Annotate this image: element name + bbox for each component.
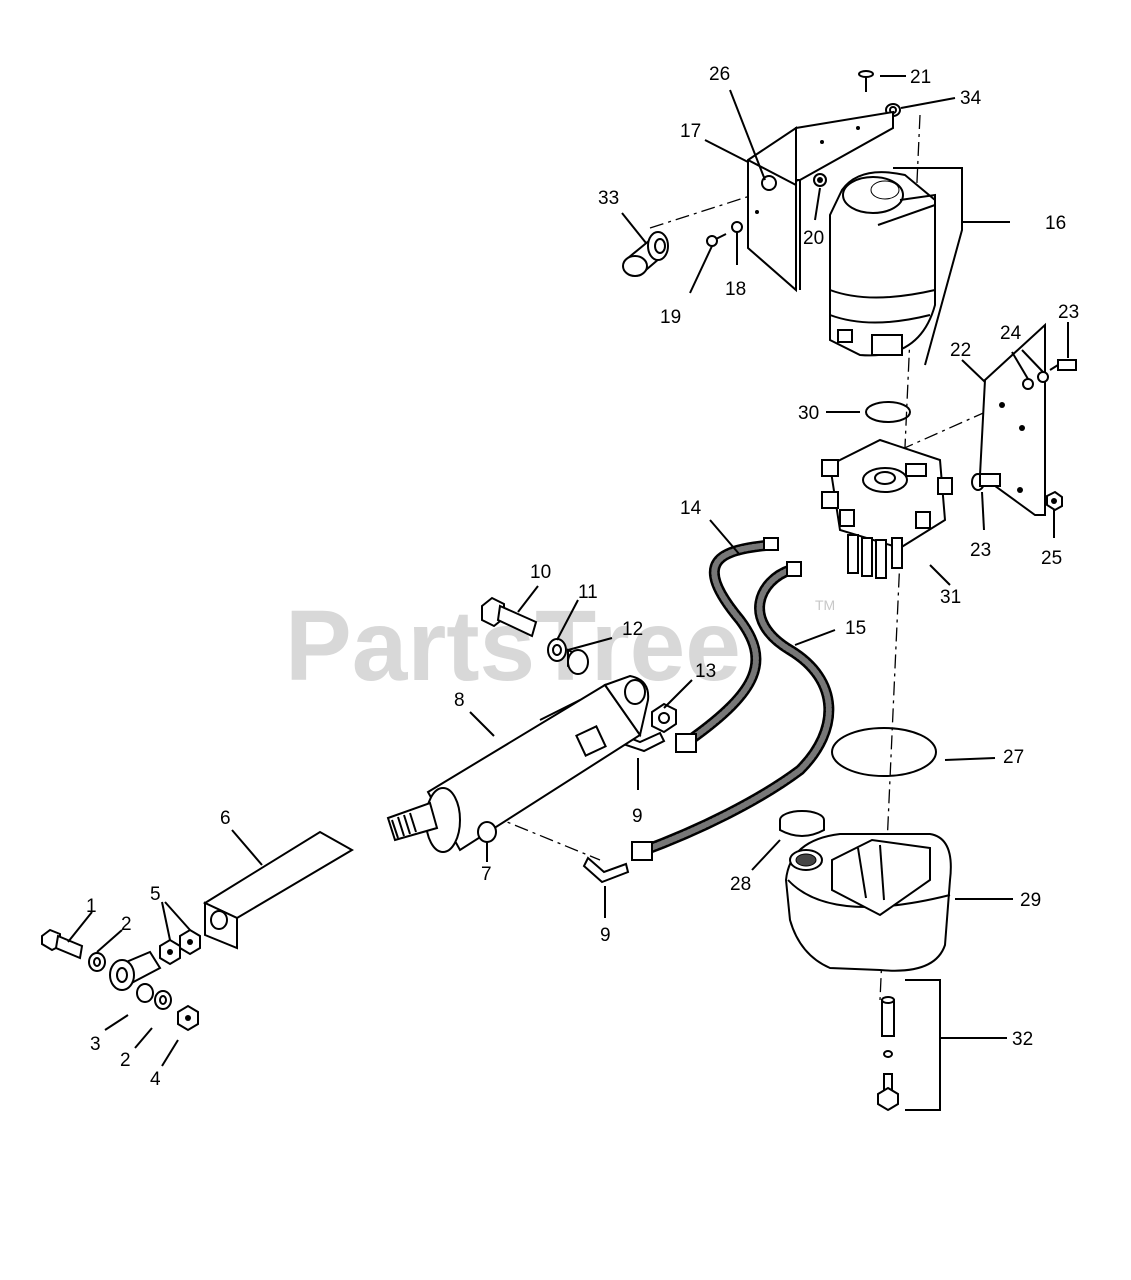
o-ring-30 [865, 401, 911, 423]
callout-8: 8 [454, 690, 465, 711]
washer-18 [731, 221, 743, 233]
callout-6: 6 [220, 808, 231, 829]
callout-11: 11 [578, 582, 598, 603]
callout-12: 12 [622, 619, 643, 640]
callout-15: 15 [845, 618, 866, 639]
callout-33: 33 [598, 188, 619, 209]
watermark-trademark: TM [815, 597, 835, 613]
valve-block-31 [821, 438, 953, 579]
callout-16: 16 [1045, 213, 1066, 234]
bracket-6 [202, 830, 355, 950]
leader-lines [67, 75, 1069, 1067]
rod-end-3 [109, 950, 162, 1003]
bracket-line-16 [893, 167, 963, 366]
callout-labels: 1 2 3 2 4 5 6 7 8 9 9 10 11 12 13 14 15 … [86, 64, 1079, 1090]
valve-axis-line [899, 409, 991, 451]
callout-24: 24 [1000, 323, 1022, 344]
callout-1: 1 [86, 896, 97, 917]
screw-19 [706, 233, 727, 247]
valve-assembly-32 [877, 979, 941, 1112]
hose-15 [631, 561, 835, 861]
nut-25 [1046, 490, 1063, 512]
washer-2-lower [154, 990, 172, 1010]
callout-2-lower: 2 [120, 1050, 131, 1071]
gasket-27 [831, 727, 937, 777]
bracket-22 [978, 322, 1046, 516]
screw-21 [858, 70, 874, 92]
callout-9-upper: 9 [632, 806, 643, 827]
nut-20 [813, 173, 827, 187]
callout-31: 31 [940, 587, 961, 608]
fitting-9-lower [582, 856, 630, 884]
callout-9-lower: 9 [600, 925, 611, 946]
spacer-12 [567, 648, 589, 675]
motor-16 [829, 171, 936, 357]
callout-10: 10 [530, 562, 551, 583]
callout-4: 4 [150, 1069, 161, 1090]
callout-28: 28 [730, 874, 751, 895]
cylinder-axis-line [489, 814, 601, 861]
callout-23-upper: 23 [1058, 302, 1079, 323]
callout-34: 34 [960, 88, 982, 109]
callout-3: 3 [90, 1034, 101, 1055]
nuts-5 [159, 928, 201, 966]
callout-22: 22 [950, 340, 971, 361]
cylinder-8 [386, 674, 650, 853]
washers-24 [1022, 371, 1049, 390]
bolt-1 [41, 928, 84, 960]
callout-7: 7 [481, 864, 492, 885]
bolt-10 [481, 596, 538, 638]
grommet-33 [622, 231, 669, 277]
nut-13 [651, 702, 677, 734]
callout-19: 19 [660, 307, 681, 328]
callout-14: 14 [680, 498, 702, 519]
callout-27: 27 [1003, 747, 1024, 768]
callout-26: 26 [709, 64, 730, 85]
callout-18: 18 [725, 279, 746, 300]
hose-14 [675, 537, 779, 753]
watermark: PartsTree [285, 590, 741, 702]
callout-21: 21 [910, 67, 931, 88]
callout-30: 30 [798, 403, 819, 424]
cap-28 [779, 810, 825, 837]
callout-29: 29 [1020, 890, 1041, 911]
bolt-23-upper [1049, 359, 1077, 371]
callout-5: 5 [150, 884, 161, 905]
callout-2: 2 [121, 914, 132, 935]
reservoir-29 [784, 833, 952, 972]
callout-13: 13 [695, 661, 716, 682]
callout-17: 17 [680, 121, 701, 142]
washer-11 [547, 638, 567, 662]
callout-25: 25 [1041, 548, 1062, 569]
nut-4 [177, 1004, 199, 1032]
callout-32: 32 [1012, 1029, 1033, 1050]
bolt-23-lower [971, 473, 1001, 491]
callout-20: 20 [803, 228, 824, 249]
callout-23-lower: 23 [970, 540, 991, 561]
washer-2-upper [88, 952, 106, 972]
